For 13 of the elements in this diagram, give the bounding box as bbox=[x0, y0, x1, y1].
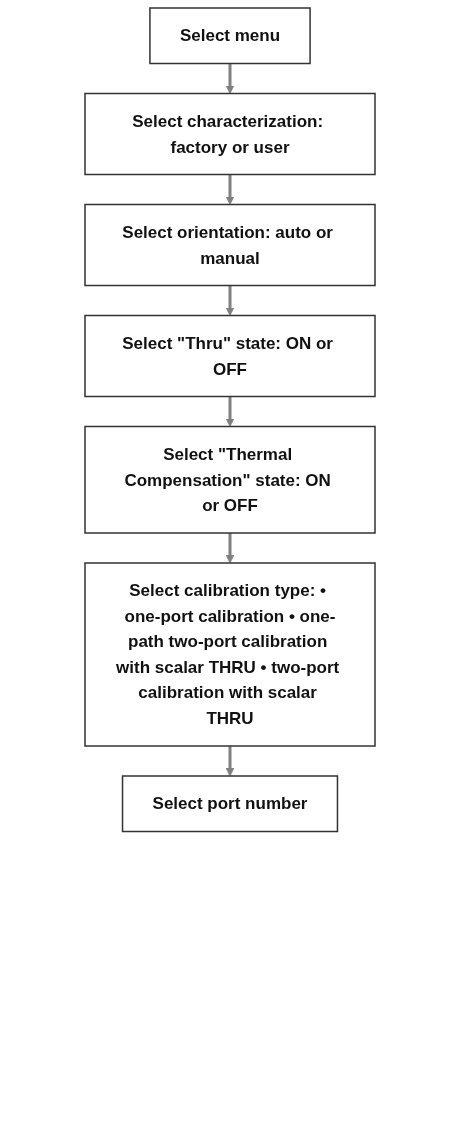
arrow bbox=[225, 746, 235, 777]
node-box: Select "Thermal Compensation" state: ON or OFF bbox=[84, 425, 376, 534]
node-box: Select menu bbox=[149, 7, 311, 65]
node-box: Select characterization: factory or user bbox=[84, 92, 376, 176]
arrow bbox=[225, 396, 235, 427]
node-box: Select orientation: auto or manual bbox=[84, 203, 376, 287]
node-box: Select "Thru" state: ON or OFF bbox=[84, 314, 376, 398]
arrow bbox=[225, 285, 235, 316]
arrow bbox=[225, 174, 235, 205]
node-box: Select port number bbox=[121, 775, 339, 833]
arrow bbox=[225, 533, 235, 564]
node-box: Select calibration type: • one-port calibration • one-path two-port calibration with scalar THRU • two-port calibration with scalar THRU bbox=[84, 562, 376, 747]
arrow bbox=[225, 63, 235, 94]
